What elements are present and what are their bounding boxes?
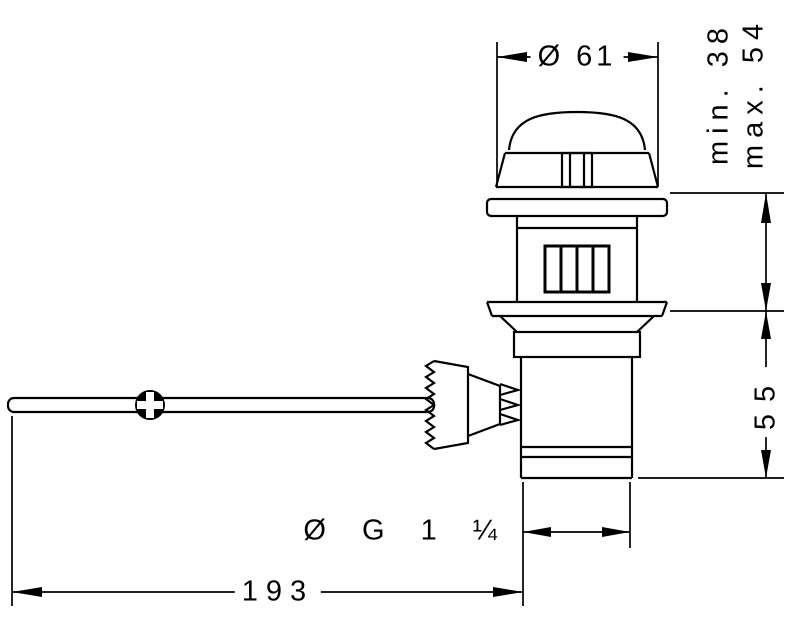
arrow-down-icon bbox=[761, 450, 771, 478]
dim-max-depth-label: max. 54 bbox=[737, 9, 771, 177]
body-outline bbox=[519, 357, 634, 480]
seal-flange bbox=[485, 300, 669, 333]
plug-stem bbox=[560, 151, 594, 189]
dimension-arrows bbox=[12, 52, 771, 597]
cone-connector bbox=[467, 372, 502, 438]
snap-fins bbox=[499, 382, 522, 427]
plug-dome bbox=[507, 110, 647, 151]
pivot-joint bbox=[135, 390, 165, 420]
dim-body-height-label: 55 bbox=[749, 366, 783, 438]
dim-thread-lines bbox=[522, 482, 631, 606]
drain-assembly bbox=[6, 110, 669, 480]
dim-thread-label: Ø G 1 ¼ bbox=[296, 514, 512, 548]
pivot-cross-horizontal bbox=[137, 401, 163, 409]
lift-rod bbox=[6, 396, 436, 414]
dim-right-chain-lines bbox=[638, 192, 784, 479]
slot-bars bbox=[559, 246, 595, 292]
arrow-left-icon bbox=[523, 527, 551, 537]
knurl-teeth bbox=[424, 360, 436, 450]
upper-body-walls bbox=[515, 216, 639, 302]
dim-cap-diameter-label: Ø 61 bbox=[530, 40, 624, 74]
dim-rod-length-label: 193 bbox=[234, 575, 322, 609]
arrow-left-icon bbox=[497, 52, 527, 62]
top-flange bbox=[485, 197, 669, 218]
knurl-body bbox=[433, 359, 470, 451]
arrow-up-icon bbox=[761, 193, 771, 223]
arrow-right-icon bbox=[628, 52, 658, 62]
arrow-down-icon bbox=[761, 283, 771, 311]
arrow-up-icon bbox=[761, 311, 771, 339]
plug-stem-lines bbox=[568, 153, 586, 187]
arrow-right-icon bbox=[602, 527, 630, 537]
dim-min-depth-label: min. 38 bbox=[702, 13, 736, 173]
lock-nut bbox=[512, 330, 642, 359]
arrow-right-icon bbox=[493, 587, 523, 597]
plug-skirt bbox=[494, 152, 660, 189]
arrow-left-icon bbox=[12, 587, 42, 597]
